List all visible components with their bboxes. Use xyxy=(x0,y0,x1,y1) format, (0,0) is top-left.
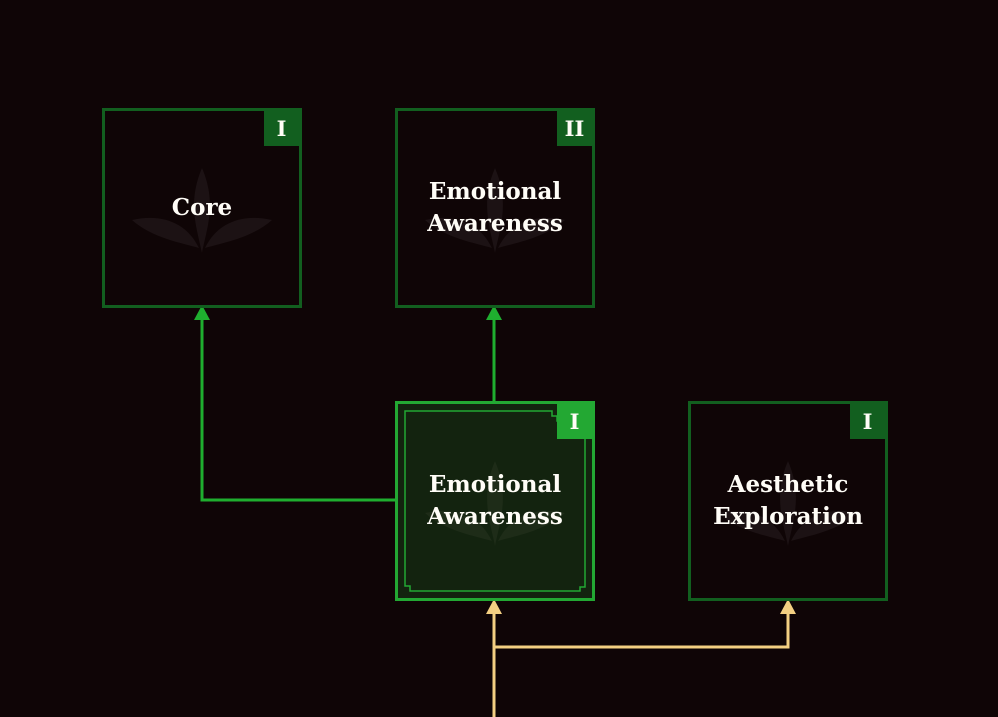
skill-node-aesthetic-exploration[interactable]: Aesthetic Exploration I xyxy=(688,401,888,601)
skill-node-label-line: Awareness xyxy=(427,210,563,237)
rank-badge: I xyxy=(850,404,885,439)
skill-node-emotional-awareness-1[interactable]: Emotional Awareness I xyxy=(395,401,595,601)
skill-node-label-line: Awareness xyxy=(427,503,563,530)
arrowhead-emotional-awareness-2 xyxy=(486,305,502,320)
skill-node-label-line: Aesthetic xyxy=(727,471,849,498)
skill-node-label-line: Exploration xyxy=(713,503,863,530)
rank-badge: I xyxy=(264,111,299,146)
skill-node-emotional-awareness-2[interactable]: Emotional Awareness II xyxy=(395,108,595,308)
skill-node-core[interactable]: Core I xyxy=(102,108,302,308)
skill-node-label-line: Core xyxy=(171,194,233,221)
connector-to-core xyxy=(200,318,396,502)
skill-node-label: Emotional Awareness xyxy=(398,469,592,533)
skill-node-label: Core xyxy=(105,192,299,224)
skill-node-label: Aesthetic Exploration xyxy=(691,469,885,533)
skill-node-label-line: Emotional xyxy=(428,471,562,498)
skill-node-label: Emotional Awareness xyxy=(398,176,592,240)
rank-badge: I xyxy=(557,404,592,439)
arrowhead-aesthetic-exploration xyxy=(780,599,796,614)
connector-to-aesthetic-exploration xyxy=(494,613,790,649)
rank-badge: II xyxy=(557,111,592,146)
skill-node-label-line: Emotional xyxy=(428,178,562,205)
arrowhead-core xyxy=(194,305,210,320)
arrowhead-selected-node xyxy=(486,599,502,614)
